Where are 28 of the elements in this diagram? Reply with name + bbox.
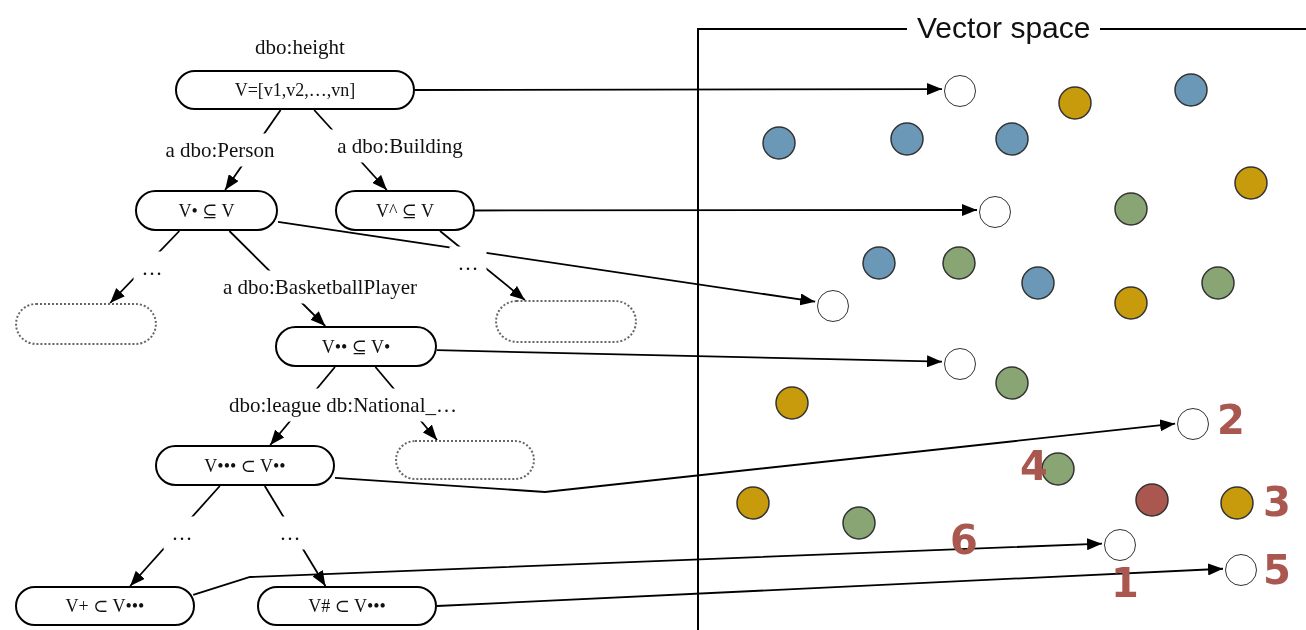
dotted-box: [15, 303, 157, 345]
arrow: [192, 538, 1103, 596]
empty-circle: [817, 290, 849, 322]
stadium-node: V• ⊆ V: [135, 190, 278, 231]
empty-circle: [1177, 408, 1209, 440]
callout-number: 2: [1217, 400, 1245, 440]
stadium-node: V+ ⊂ V•••: [15, 586, 195, 626]
callout-number: 3: [1263, 482, 1291, 522]
empty-circle: [944, 348, 976, 380]
stadium-node: V# ⊂ V•••: [257, 586, 437, 626]
arrow: [334, 419, 1176, 493]
arrow: [474, 204, 978, 217]
empty-circle: [1104, 529, 1136, 561]
dotted-box: [395, 440, 535, 480]
arrow: [436, 563, 1224, 607]
stadium-node: V••• ⊂ V••: [155, 445, 335, 486]
stadium-node: V=[v1,v2,…,vn]: [175, 70, 415, 110]
empty-circle: [944, 75, 976, 107]
callout-number: 5: [1263, 550, 1291, 590]
stadium-node: V•• ⊆ V•: [275, 326, 437, 367]
arrow: [414, 83, 943, 96]
arrow: [436, 349, 943, 368]
stadium-node: V^ ⊆ V: [335, 190, 475, 231]
dotted-box: [495, 300, 637, 343]
callout-number: 1: [1111, 563, 1139, 603]
empty-circle: [979, 196, 1011, 228]
arrow: [277, 221, 817, 306]
empty-circle: [1225, 554, 1257, 586]
